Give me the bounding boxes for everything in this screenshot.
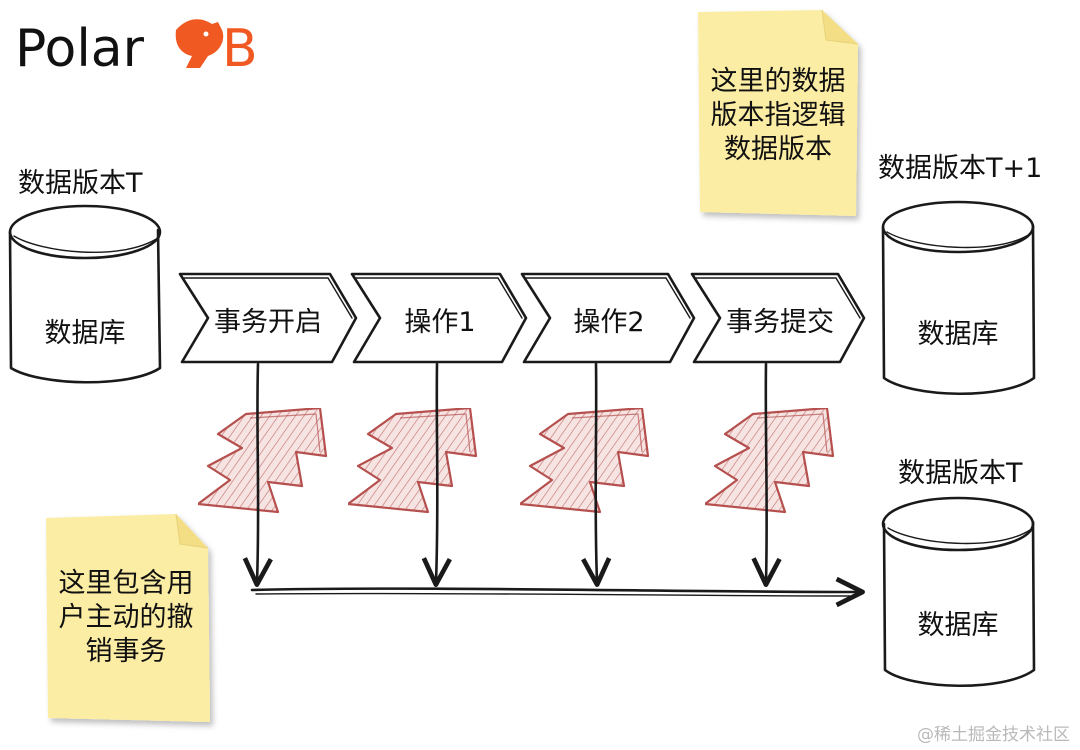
step-operation-1: 操作1 [350,272,528,364]
right-bottom-database: 数据版本T 数据库 [881,458,1036,688]
left-db-top [8,204,162,260]
step-transaction-commit: 事务提交 [690,272,866,364]
right-top-database: 数据版本T+1 数据库 [878,153,1042,396]
note-bottom-line-3: 销事务 [86,636,167,667]
failure-bolt-icon [520,408,650,514]
right-bottom-db-label: 数据库 [918,610,999,641]
note-top-line-2: 版本指逻辑 [711,100,846,131]
note-bottom-line-1: 这里包含用 [59,568,194,599]
logo-text-prefix: Polar [15,19,145,79]
left-db-body [8,228,162,384]
polar-bear-icon [175,19,224,68]
left-version-label: 数据版本T [18,168,143,199]
step-3-label: 操作2 [573,307,644,338]
right-top-db-label: 数据库 [918,319,999,350]
left-db-label: 数据库 [45,318,126,349]
note-bottom-line-2: 户主动的撤 [59,602,194,633]
failure-bolt-icon [348,408,478,514]
failure-bolt-icon [705,408,835,514]
note-top-line-1: 这里的数据 [711,66,846,97]
polardb-logo: Polar B [15,19,258,79]
step-1-label: 事务开启 [214,307,322,338]
step-4-label: 事务提交 [726,307,834,338]
rollback-arrows [242,362,782,587]
right-bottom-db-body [882,520,1036,688]
rollback-result-arrow [250,576,865,608]
note-top-line-3: 数据版本 [724,134,832,165]
sticky-note-top: 这里的数据 版本指逻辑 数据版本 [698,9,859,216]
left-database: 数据版本T 数据库 [8,168,162,384]
sticky-note-bottom: 这里包含用 户主动的撤 销事务 [46,513,210,722]
logo-text-suffix: B [222,19,258,79]
failure-bolt-icon [198,408,328,514]
step-2-label: 操作1 [404,307,475,338]
step-transaction-begin: 事务开启 [178,272,358,364]
right-bottom-version-label: 数据版本T [898,458,1023,489]
watermark-text: @稀土掘金技术社区 [917,725,1070,745]
right-top-version-label: 数据版本T+1 [878,153,1042,184]
right-top-db-body [881,224,1036,396]
right-top-db-top [881,200,1035,254]
step-operation-2: 操作2 [520,272,696,364]
right-bottom-db-top [881,496,1035,552]
